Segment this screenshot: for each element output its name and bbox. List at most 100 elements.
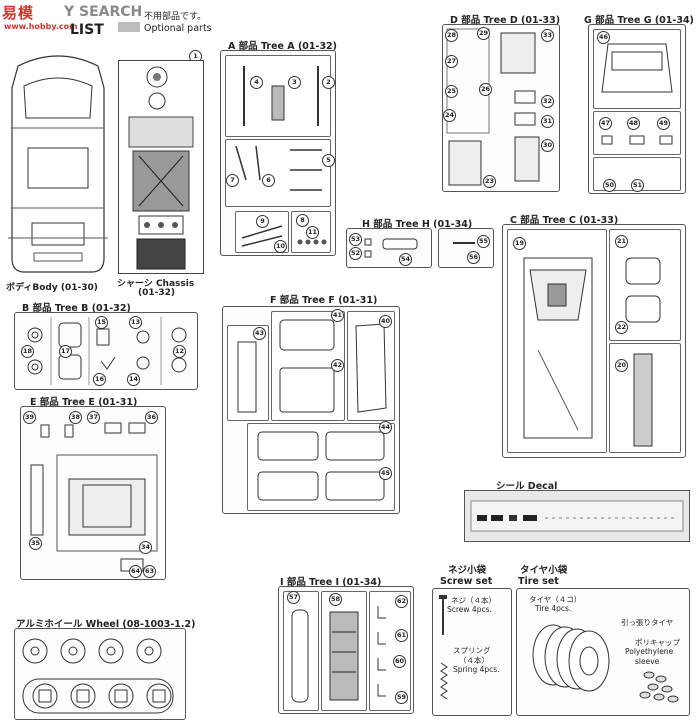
- wheel-title: アルミホイール Wheel (08-1003-1.2): [16, 619, 196, 630]
- tree-h-frame-right: 55 56: [438, 228, 494, 268]
- optional-parts-jp: 不用部品です。: [144, 12, 207, 22]
- spring-count: （４本）: [459, 656, 489, 665]
- part-number-33: 33: [541, 29, 554, 42]
- tree-f-title: F 部品 Tree F (01-31): [270, 295, 378, 306]
- tree-a-panel-mid: 7 6 5: [225, 139, 335, 207]
- polycap-en-2: sleeve: [635, 657, 660, 666]
- part-number-28: 28: [445, 29, 458, 42]
- tree-c-title: C 部品 Tree C (01-33): [510, 215, 619, 226]
- tree-h-frame-left: 53 52 54: [346, 228, 432, 268]
- tree-i-panel-1: [283, 591, 319, 711]
- tree-a-panel-bl: 9 10: [235, 211, 289, 253]
- body-label: ボディBody (01-30): [6, 283, 98, 293]
- wheel-drawing: [22, 638, 174, 714]
- part-number-3: 3: [288, 76, 301, 89]
- optional-parts-en: Optional parts: [144, 23, 212, 34]
- part-number-50: 50: [603, 179, 616, 192]
- tree-g-title: G 部品 Tree G (01-34): [584, 15, 694, 26]
- part-number-22: 22: [615, 321, 628, 334]
- part-number-61: 61: [395, 629, 408, 642]
- part-number-29: 29: [477, 27, 490, 40]
- part-number-48: 48: [627, 117, 640, 130]
- part-number-32: 32: [541, 95, 554, 108]
- part-number-62: 62: [395, 595, 408, 608]
- tree-a-frame: 4 3 2 7 6 5 9 10 8 11: [220, 50, 336, 256]
- part-number-21: 21: [615, 235, 628, 248]
- part-number-41: 41: [331, 309, 344, 322]
- tree-a-title: A 部品 Tree A (01-32): [228, 41, 338, 52]
- screw-drawing: [439, 595, 448, 700]
- tree-b-title: B 部品 Tree B (01-32): [22, 303, 131, 314]
- part-number-38: 38: [69, 411, 82, 424]
- part-number-18: 18: [21, 345, 34, 358]
- decal-drawing: [470, 500, 684, 532]
- tree-i-panel-2: [321, 591, 367, 711]
- tree-i-title: I 部品 Tree I (01-34): [280, 577, 382, 588]
- tire-set-frame: タイヤ（４コ） Tire 4pcs. 引っ張りタイヤ ポリキャップ Polyet…: [516, 588, 690, 716]
- part-number-35: 35: [29, 537, 42, 550]
- part-number-40: 40: [379, 315, 392, 328]
- part-number-45: 45: [379, 467, 392, 480]
- site-logo: 易模: [2, 4, 35, 22]
- part-number-13: 13: [129, 316, 142, 329]
- part-number-24: 24: [443, 109, 456, 122]
- part-number-25: 25: [445, 85, 458, 98]
- part-number-12: 12: [173, 345, 186, 358]
- tire-set-title-en: Tire set: [518, 576, 559, 587]
- part-number-56: 56: [467, 251, 480, 264]
- part-number-16: 16: [93, 373, 106, 386]
- part-number-37: 37: [87, 411, 100, 424]
- part-number-1: 1: [189, 50, 202, 63]
- part-number-11: 11: [306, 226, 319, 239]
- part-number-57: 57: [287, 591, 300, 604]
- stretch-tire-jp: 引っ張りタイヤ: [621, 618, 674, 627]
- part-number-49: 49: [657, 117, 670, 130]
- part-number-4: 4: [250, 76, 263, 89]
- tire-drawing: [532, 624, 679, 703]
- tire-set-title-jp: タイヤ小袋: [520, 565, 568, 576]
- part-number-39: 39: [23, 411, 36, 424]
- part-number-60: 60: [393, 655, 406, 668]
- tree-b-frame: 18 17 15 13 12 16 14: [14, 312, 198, 390]
- screw-en: Screw 4pcs.: [447, 605, 492, 614]
- tree-e-frame: 39 38 37 36 35 34 64 63: [20, 406, 166, 580]
- tree-a-panel-br: 8 11: [291, 211, 331, 253]
- chassis-part: [118, 60, 204, 274]
- spring-en: Spring 4pcs.: [453, 665, 500, 674]
- tree-g-frame: 46 47 48 49 50 51: [588, 24, 686, 194]
- screw-set-title-en: Screw set: [440, 576, 493, 587]
- parts-list-heading: LIST: [70, 22, 104, 38]
- tree-h-title: H 部品 Tree H (01-34): [362, 219, 473, 230]
- part-number-23: 23: [483, 175, 496, 188]
- part-number-59: 59: [395, 691, 408, 704]
- part-number-20: 20: [615, 359, 628, 372]
- tree-i-frame: 57 58 62 61 60 59: [278, 586, 414, 714]
- optional-parts-swatch: [118, 22, 140, 32]
- part-number-2: 2: [322, 76, 335, 89]
- tire-jp: タイヤ（４コ）: [529, 595, 582, 604]
- part-number-10: 10: [274, 240, 287, 253]
- part-number-44: 44: [379, 421, 392, 434]
- part-number-36: 36: [145, 411, 158, 424]
- part-number-55: 55: [477, 235, 490, 248]
- part-number-64: 64: [129, 565, 142, 578]
- wheel-frame: [14, 628, 186, 720]
- body-part: [4, 48, 112, 278]
- polycap-jp: ポリキャップ: [635, 638, 680, 647]
- part-number-8: 8: [296, 214, 309, 227]
- part-number-31: 31: [541, 115, 554, 128]
- part-number-53: 53: [349, 233, 362, 246]
- part-number-27: 27: [445, 55, 458, 68]
- tree-f-panel-left: [227, 325, 269, 421]
- decal-title: シール Decal: [496, 481, 558, 492]
- part-number-42: 42: [331, 359, 344, 372]
- part-number-9: 9: [256, 215, 269, 228]
- part-number-17: 17: [59, 345, 72, 358]
- tree-c-frame: 19 21 22 20: [502, 224, 686, 458]
- part-number-51: 51: [631, 179, 644, 192]
- tree-d-title: D 部品 Tree D (01-33): [450, 15, 561, 26]
- part-number-15: 15: [95, 316, 108, 329]
- van-body-drawing: [8, 55, 108, 273]
- polycap-en-1: Polyethylene: [625, 647, 674, 656]
- site-url: www.hobby.com: [4, 22, 78, 31]
